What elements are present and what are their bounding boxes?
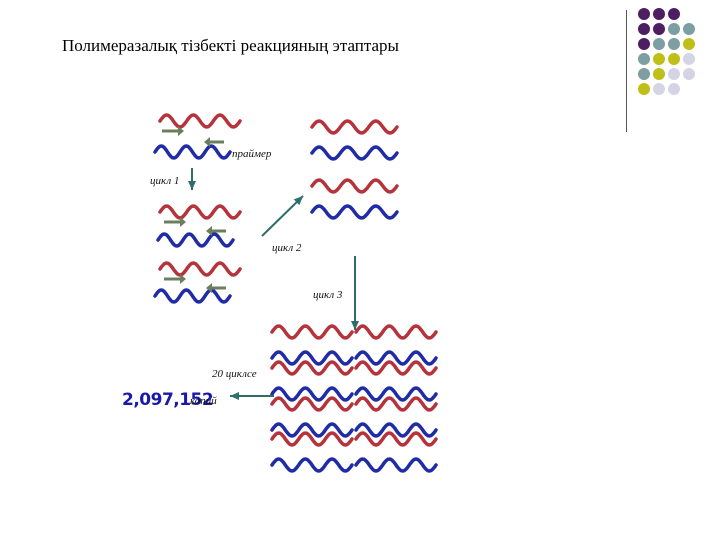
decor-dot	[668, 83, 680, 95]
dna-strand-red	[270, 396, 354, 412]
decor-dot	[683, 38, 695, 50]
dna-strand-blue	[270, 457, 354, 473]
dna-strand-red	[354, 396, 438, 412]
dna-strand-blue	[153, 288, 232, 304]
decor-dot	[668, 8, 680, 20]
dna-strand-red	[310, 119, 399, 135]
decor-dot	[668, 53, 680, 65]
primer-arrowhead	[206, 226, 212, 236]
dna-strand-blue	[270, 350, 354, 366]
cycle2-arrow	[261, 195, 304, 237]
dna-strand-blue	[270, 422, 354, 438]
cycle2-arrow-head	[293, 196, 303, 206]
dna-strand-blue	[156, 232, 235, 248]
copies-count: 2,097,152	[122, 390, 213, 410]
dna-strand-red	[354, 324, 438, 340]
cycle3-arrow-head	[351, 321, 359, 330]
dna-strand-red	[270, 324, 354, 340]
primer-arrows	[162, 126, 226, 293]
decor-dot	[683, 53, 695, 65]
dna-strand-blue	[354, 457, 438, 473]
primer-label: праймер	[232, 148, 272, 160]
dna-strand-red	[270, 431, 354, 447]
decor-dot	[653, 8, 665, 20]
cycles20-label: 20 циклсе	[212, 368, 257, 380]
decor-dot	[668, 23, 680, 35]
decor-dot	[638, 38, 650, 50]
dna-strand-blue	[310, 145, 399, 161]
dna-strand-blue	[270, 386, 354, 402]
primer-arrowhead	[178, 126, 184, 136]
dna-strand-blue	[153, 144, 232, 160]
cycle1-arrow-head	[188, 181, 196, 190]
dna-strand-blue	[310, 204, 399, 220]
decor-dot	[638, 68, 650, 80]
decor-dot	[653, 23, 665, 35]
decor-dot	[653, 53, 665, 65]
dna-strand-red	[158, 261, 242, 277]
decor-dot	[638, 8, 650, 20]
decor-dot	[683, 68, 695, 80]
dna-strands	[153, 113, 438, 473]
dna-strand-red	[310, 178, 399, 194]
dna-strand-red	[270, 360, 354, 376]
dna-strand-blue	[354, 422, 438, 438]
cycle2-label: цикл 2	[272, 242, 302, 254]
decor-dot	[638, 23, 650, 35]
dna-strand-red	[158, 113, 242, 129]
cycle1-label: цикл 1	[150, 175, 179, 187]
primer-arrowhead	[180, 217, 186, 227]
decor-dot	[653, 38, 665, 50]
cycle3-label: цикл 3	[313, 289, 343, 301]
primer-arrowhead	[204, 137, 210, 147]
cycle-arrows	[188, 168, 359, 400]
decor-dot	[668, 38, 680, 50]
dna-strand-blue	[354, 386, 438, 402]
slide-title: Полимеразалық тізбекті реакцияның этапта…	[62, 36, 399, 55]
dna-strand-red	[354, 360, 438, 376]
dna-strand-blue	[354, 350, 438, 366]
decor-dot	[638, 83, 650, 95]
cycles20-arrow-head	[230, 392, 239, 400]
decor-dot	[653, 68, 665, 80]
dna-strand-red	[354, 431, 438, 447]
primer-arrowhead	[206, 283, 212, 293]
primer-arrowhead	[180, 274, 186, 284]
copies-word: копий	[190, 395, 217, 407]
decor-dot	[683, 23, 695, 35]
decor-dot	[668, 68, 680, 80]
decor-divider-line	[626, 10, 627, 132]
dna-strand-red	[158, 204, 242, 220]
decor-dot-grid	[638, 8, 718, 118]
decor-dot	[653, 83, 665, 95]
decor-dot	[638, 53, 650, 65]
